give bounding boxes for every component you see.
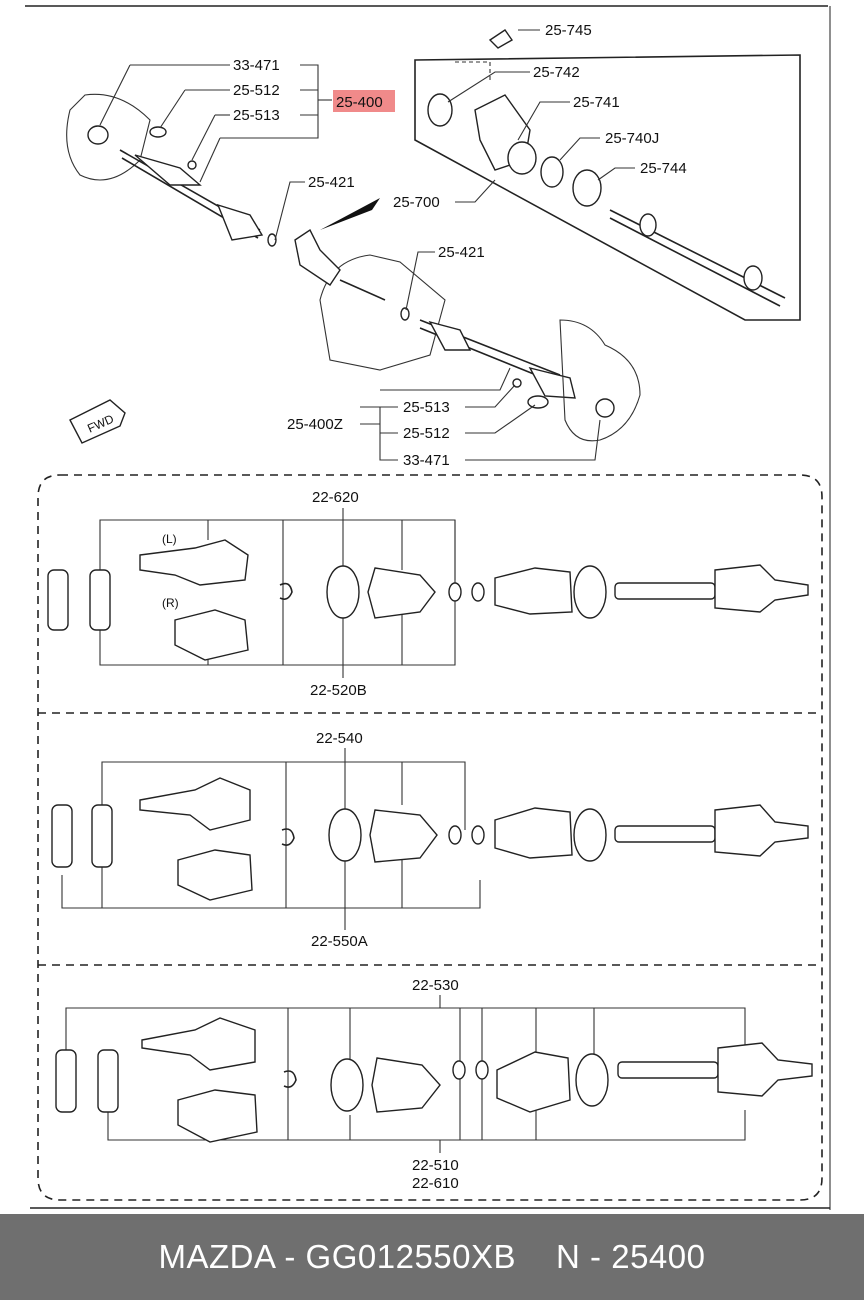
left-inner-boot	[216, 203, 264, 241]
label-22-620: 22-620	[312, 489, 359, 506]
seal-744	[572, 169, 602, 207]
seal-742	[427, 93, 453, 127]
label-25-744: 25-744	[640, 160, 687, 177]
boot-5	[371, 1057, 441, 1113]
grease-tube-3	[51, 804, 73, 868]
boot-4	[494, 807, 573, 859]
label-25-421-a: 25-421	[308, 174, 355, 191]
pointer-arrow	[320, 198, 380, 230]
label-22-550a: 22-550A	[311, 933, 368, 950]
footer-brand: MAZDA	[158, 1238, 275, 1275]
grease-tube-6	[97, 1049, 119, 1113]
left-clamp	[149, 126, 167, 138]
right-inner-joint	[428, 320, 472, 351]
band-clamp-2	[573, 565, 607, 619]
parts-diagram: 33-471 25-512 25-513 25-400 25-421 25-70…	[25, 5, 831, 1210]
inner-joint-l	[139, 539, 249, 586]
inner-joint-3b	[177, 1089, 258, 1143]
fwd-arrow-icon	[69, 399, 126, 444]
shaft-1	[614, 582, 716, 600]
footer-ref-number: 25400	[611, 1238, 706, 1275]
footer-ref-prefix: N	[556, 1238, 581, 1275]
boot-3	[369, 809, 438, 863]
boot-1	[367, 567, 436, 619]
label-25-512-b: 25-512	[403, 425, 450, 442]
label-25-742: 25-742	[533, 64, 580, 81]
ring-740j	[540, 156, 564, 188]
right-hub-outline	[559, 319, 641, 442]
right-hub-nut	[595, 398, 615, 418]
right-clamp	[527, 395, 549, 409]
label-25-745: 25-745	[545, 22, 592, 39]
footer-bar: MAZDA - GG012550XB N - 25400	[0, 1214, 864, 1300]
label-25-513: 25-513	[233, 107, 280, 124]
label-22-520b: 22-520B	[310, 682, 367, 699]
grease-tube-2	[89, 569, 111, 631]
label-33-471-b: 33-471	[403, 452, 450, 469]
tag-r: (R)	[162, 596, 179, 610]
boot-6	[496, 1051, 571, 1113]
band-clamp-3	[328, 808, 362, 862]
label-25-400z: 25-400Z	[287, 416, 343, 433]
label-22-540: 22-540	[316, 730, 363, 747]
kits-dashed-frame	[37, 474, 823, 1201]
inner-joint-2b	[177, 849, 253, 901]
left-outer-joint	[134, 154, 202, 186]
label-25-700: 25-700	[393, 194, 440, 211]
label-25-421-b: 25-421	[438, 244, 485, 261]
kit-panel-2: 22-540 22-550A	[51, 730, 809, 950]
shaft-2	[614, 825, 716, 843]
label-22-530: 22-530	[412, 977, 459, 994]
band-clamp-5	[330, 1058, 364, 1112]
shaft-3	[617, 1061, 719, 1079]
inset-box	[414, 54, 801, 321]
footer-sep-1: -	[284, 1238, 296, 1275]
grease-tube-1	[47, 569, 69, 631]
transaxle-outline	[319, 254, 446, 371]
circlip-2	[281, 828, 295, 846]
inner-joint-r	[174, 609, 249, 661]
outer-joint-1	[714, 564, 809, 613]
kit-panel-1: 22-620 22-520B (L) (R)	[47, 489, 809, 699]
band-clamp-1	[326, 565, 360, 619]
inner-joint-3a	[141, 1017, 256, 1071]
footer-sep-2: -	[590, 1238, 602, 1275]
kit-panel-3: 22-530 22-510 22-610	[55, 977, 813, 1192]
bearing-741	[507, 141, 537, 175]
band-clamp-6	[575, 1053, 609, 1107]
highlight-box	[333, 90, 395, 112]
inner-joint-2a	[139, 777, 251, 831]
footer-part-text: MAZDA - GG012550XB	[159, 1238, 517, 1276]
left-hub-nut	[87, 125, 109, 145]
label-25-400-highlight[interactable]: 25-400	[336, 94, 383, 111]
circlip-3	[283, 1070, 297, 1088]
circlip-1	[279, 582, 293, 600]
footer-ref-text: N - 25400	[556, 1238, 705, 1276]
footer-part-number: GG012550XB	[305, 1238, 517, 1275]
bolt-icon	[488, 29, 514, 49]
label-25-512: 25-512	[233, 82, 280, 99]
grease-tube-4	[91, 804, 113, 868]
label-33-471: 33-471	[233, 57, 280, 74]
transaxle-flange	[294, 228, 341, 286]
tag-l: (L)	[162, 532, 177, 546]
label-25-513-b: 25-513	[403, 399, 450, 416]
outer-joint-3	[717, 1042, 813, 1097]
label-25-740j: 25-740J	[605, 130, 659, 147]
top-assembly: 33-471 25-512 25-513 25-400 25-421 25-70…	[66, 22, 801, 469]
grease-tube-5	[55, 1049, 77, 1113]
label-22-610: 22-610	[412, 1175, 459, 1192]
outer-joint-2	[714, 804, 809, 857]
label-22-510: 22-510	[412, 1157, 459, 1174]
label-25-741: 25-741	[573, 94, 620, 111]
band-clamp-4	[573, 808, 607, 862]
boot-2	[494, 567, 573, 615]
